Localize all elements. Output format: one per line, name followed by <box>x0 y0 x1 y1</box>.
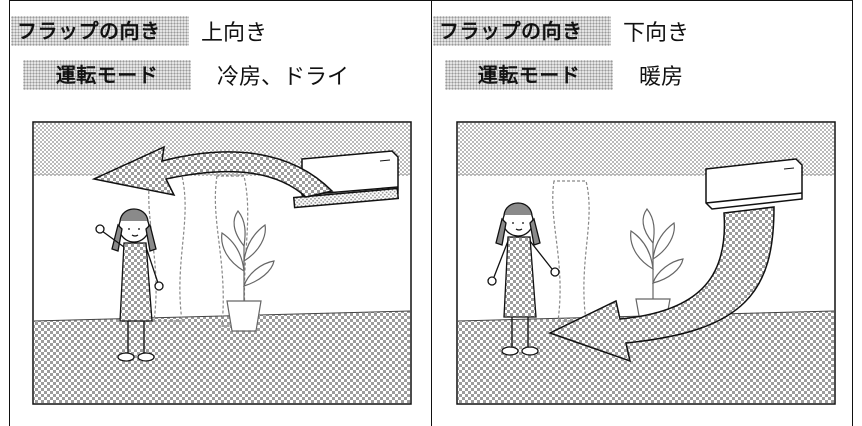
room-floor <box>34 311 410 403</box>
flap-direction-value: 下向き <box>623 21 690 46</box>
girl-figure <box>95 208 164 362</box>
operation-mode-row: 運転モード 暖房 <box>433 58 683 92</box>
downward-airflow-illustration <box>456 121 836 405</box>
frame-left-border <box>9 0 10 426</box>
flap-direction-row: フラップの向き 下向き <box>433 14 689 48</box>
potted-plant <box>630 208 684 328</box>
potted-plant <box>221 210 275 332</box>
panel-upward-flap: フラップの向き 上向き 運転モード 冷房、ドライ <box>11 0 431 426</box>
flap-direction-row: フラップの向き 上向き <box>11 14 267 48</box>
operation-mode-row: 運転モード 冷房、ドライ <box>11 58 349 92</box>
upward-airflow-illustration <box>32 121 412 405</box>
flap-direction-label: フラップの向き <box>11 16 189 46</box>
curtain <box>148 175 249 327</box>
panel-downward-flap: フラップの向き 下向き 運転モード 暖房 <box>433 0 853 426</box>
frame-right-border <box>852 0 853 426</box>
operation-mode-label: 運転モード <box>23 60 191 90</box>
upward-airflow-arrow <box>91 145 334 198</box>
operation-mode-label: 運転モード <box>445 60 613 90</box>
girl-figure <box>487 202 560 356</box>
operation-mode-value: 冷房、ドライ <box>217 65 350 90</box>
curtain <box>552 180 590 322</box>
flap-direction-label: フラップの向き <box>433 16 611 46</box>
downward-airflow-arrow <box>548 206 775 363</box>
operation-mode-value: 暖房 <box>639 65 684 90</box>
air-conditioner-unit <box>705 158 803 210</box>
panel-divider <box>431 0 432 426</box>
flap-direction-value: 上向き <box>201 21 268 46</box>
